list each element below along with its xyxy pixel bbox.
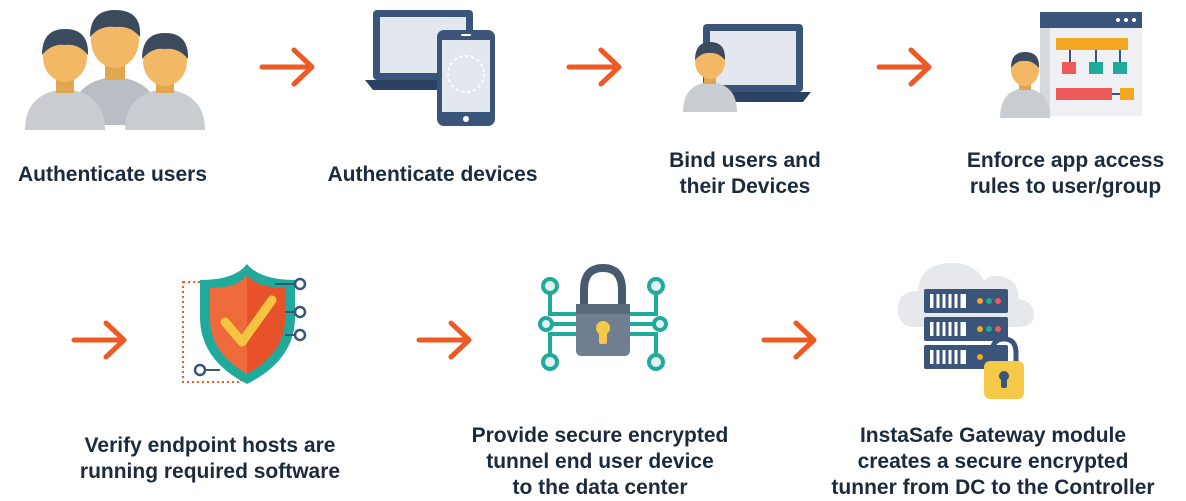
cloud-server-lock-icon	[898, 263, 1034, 399]
arrow-right-icon	[876, 47, 932, 87]
arrow-right-icon	[566, 47, 622, 87]
step-verify-endpoint-line1: Verify endpoint hosts are	[84, 434, 336, 457]
user-laptop-icon	[683, 24, 811, 112]
shield-check-icon	[182, 264, 307, 384]
step-enforce-access-line2: rules to user/group	[969, 175, 1162, 198]
step-verify-endpoint-label: Verify endpoint hosts are running requir…	[60, 433, 360, 485]
arrow-right-icon	[761, 320, 817, 360]
access-rules-icon	[1000, 12, 1142, 118]
step-gateway-module-line2: creates a secure encrypted	[857, 450, 1129, 473]
step-provide-tunnel-label: Provide secure encrypted tunnel end user…	[460, 423, 740, 501]
step-provide-tunnel-line3: to the data center	[512, 476, 688, 499]
step-gateway-module-line3: tunner from DC to the Controller	[831, 476, 1155, 499]
step-provide-tunnel-line2: tunnel end user device	[486, 450, 714, 473]
laptop-phone-icon	[365, 10, 495, 126]
step-enforce-access-line1: Enforce app access	[966, 149, 1165, 172]
step-bind-users-line2: their Devices	[679, 175, 811, 198]
step-authenticate-users-label: Authenticate users	[17, 163, 208, 186]
users-group-icon	[25, 10, 205, 130]
step-bind-users-line1: Bind users and	[669, 149, 821, 172]
step-bind-users-label: Bind users and their Devices	[625, 148, 865, 200]
step-enforce-access-label: Enforce app access rules to user/group	[945, 148, 1186, 200]
step-authenticate-devices-label: Authenticate devices	[327, 163, 538, 186]
arrow-right-icon	[259, 47, 315, 87]
arrow-right-icon	[71, 320, 127, 360]
arrow-right-icon	[416, 320, 472, 360]
step-gateway-module-line1: InstaSafe Gateway module	[859, 424, 1127, 447]
padlock-circuit-icon	[538, 263, 668, 371]
step-gateway-module-label: InstaSafe Gateway module creates a secur…	[800, 423, 1186, 501]
step-verify-endpoint-line2: running required software	[79, 460, 341, 483]
step-provide-tunnel-line1: Provide secure encrypted	[471, 424, 729, 447]
